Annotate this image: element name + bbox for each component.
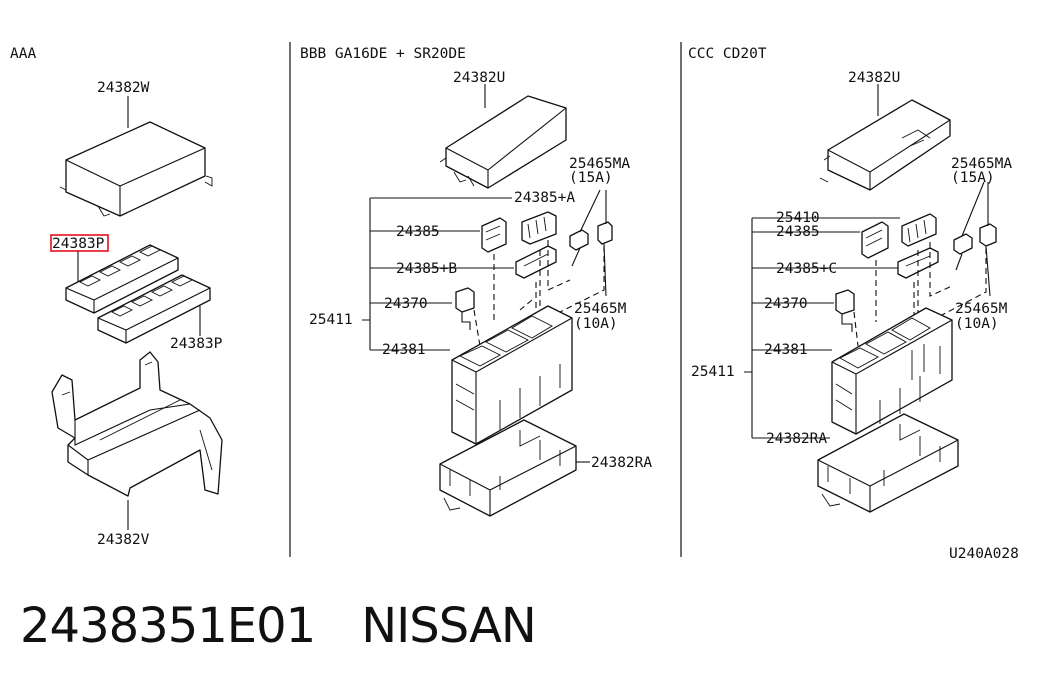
- ccc-part-24385: [861, 221, 889, 259]
- label-ccc-fuse-ma: 25465MA: [951, 156, 1012, 172]
- label-ccc-24370: 24370: [764, 296, 808, 312]
- bbb-fuse-box-24381: [451, 305, 573, 445]
- label-aaa-fuse-block-lower: 24383P: [170, 336, 223, 352]
- label-bbb-24385: 24385: [396, 224, 440, 240]
- label-bbb-fuse-m-rating: (10A): [574, 316, 618, 332]
- section-title-ccc: CCC CD20T: [688, 46, 767, 62]
- label-bbb-fuse-m: 25465M: [574, 301, 627, 317]
- brand-name: NISSAN: [361, 598, 537, 654]
- aaa-cover-part: [59, 121, 213, 217]
- label-ccc-24385c: 24385+C: [776, 261, 837, 277]
- label-bbb-lower-cover: 24382RA: [591, 455, 652, 471]
- section-title-aaa: AAA: [10, 46, 36, 62]
- label-ccc-lower-cover: 24382RA: [766, 431, 827, 447]
- section-title-bbb: BBB GA16DE + SR20DE: [300, 46, 466, 62]
- label-ccc-24385: 24385: [776, 224, 820, 240]
- label-ccc-fuse-ma-rating: (15A): [951, 170, 995, 186]
- bbb-part-24385: [481, 217, 507, 253]
- ccc-part-24370: [835, 289, 855, 315]
- part-number: 2438351E01: [20, 598, 316, 654]
- label-ccc-24381: 24381: [764, 342, 808, 358]
- aaa-fuse-block-lower: [97, 274, 211, 344]
- label-ccc-25410: 25410: [776, 210, 820, 226]
- aaa-fuse-block-upper: [65, 244, 179, 314]
- label-ccc-fuse-m: 25465M: [955, 301, 1008, 317]
- label-bbb-assembly: 25411: [309, 312, 353, 328]
- label-bbb-fuse-ma: 25465MA: [569, 156, 630, 172]
- aaa-bracket-part: [51, 351, 223, 497]
- ccc-fuse-15a: [953, 233, 973, 255]
- label-ccc-cover: 24382U: [848, 70, 900, 86]
- label-ccc-assembly: 25411: [691, 364, 735, 380]
- ccc-fuse-box-24381: [831, 307, 953, 435]
- label-ccc-fuse-m-rating: (10A): [955, 316, 999, 332]
- bbb-lower-cover-part: [439, 419, 577, 517]
- label-aaa-cover: 24382W: [97, 80, 150, 96]
- label-bbb-fuse-ma-rating: (15A): [569, 170, 613, 186]
- ccc-lower-cover-part: [817, 413, 959, 513]
- label-aaa-bracket: 24382V: [97, 532, 150, 548]
- label-bbb-24381: 24381: [382, 342, 426, 358]
- highlight-box: [50, 234, 109, 252]
- bbb-part-24370: [455, 287, 475, 313]
- bbb-fuse-15a: [569, 229, 589, 251]
- label-bbb-cover: 24382U: [453, 70, 505, 86]
- label-bbb-24370: 24370: [384, 296, 428, 312]
- label-aaa-fuse-block-highlighted: 24383P: [52, 236, 105, 252]
- bbb-fuse-10a: [597, 221, 613, 245]
- ccc-cover-part: [819, 99, 951, 191]
- figure-code: U240A028: [949, 546, 1019, 562]
- bbb-part-24385b: [515, 245, 557, 279]
- bbb-part-24385a: [521, 211, 557, 245]
- bbb-cover-part: [439, 95, 567, 189]
- part-footer: 2438351E01 NISSAN: [20, 598, 537, 654]
- ccc-fuse-10a: [979, 223, 997, 247]
- ccc-part-25410: [901, 213, 937, 247]
- label-bbb-24385a: 24385+A: [514, 190, 575, 206]
- label-bbb-24385b: 24385+B: [396, 261, 457, 277]
